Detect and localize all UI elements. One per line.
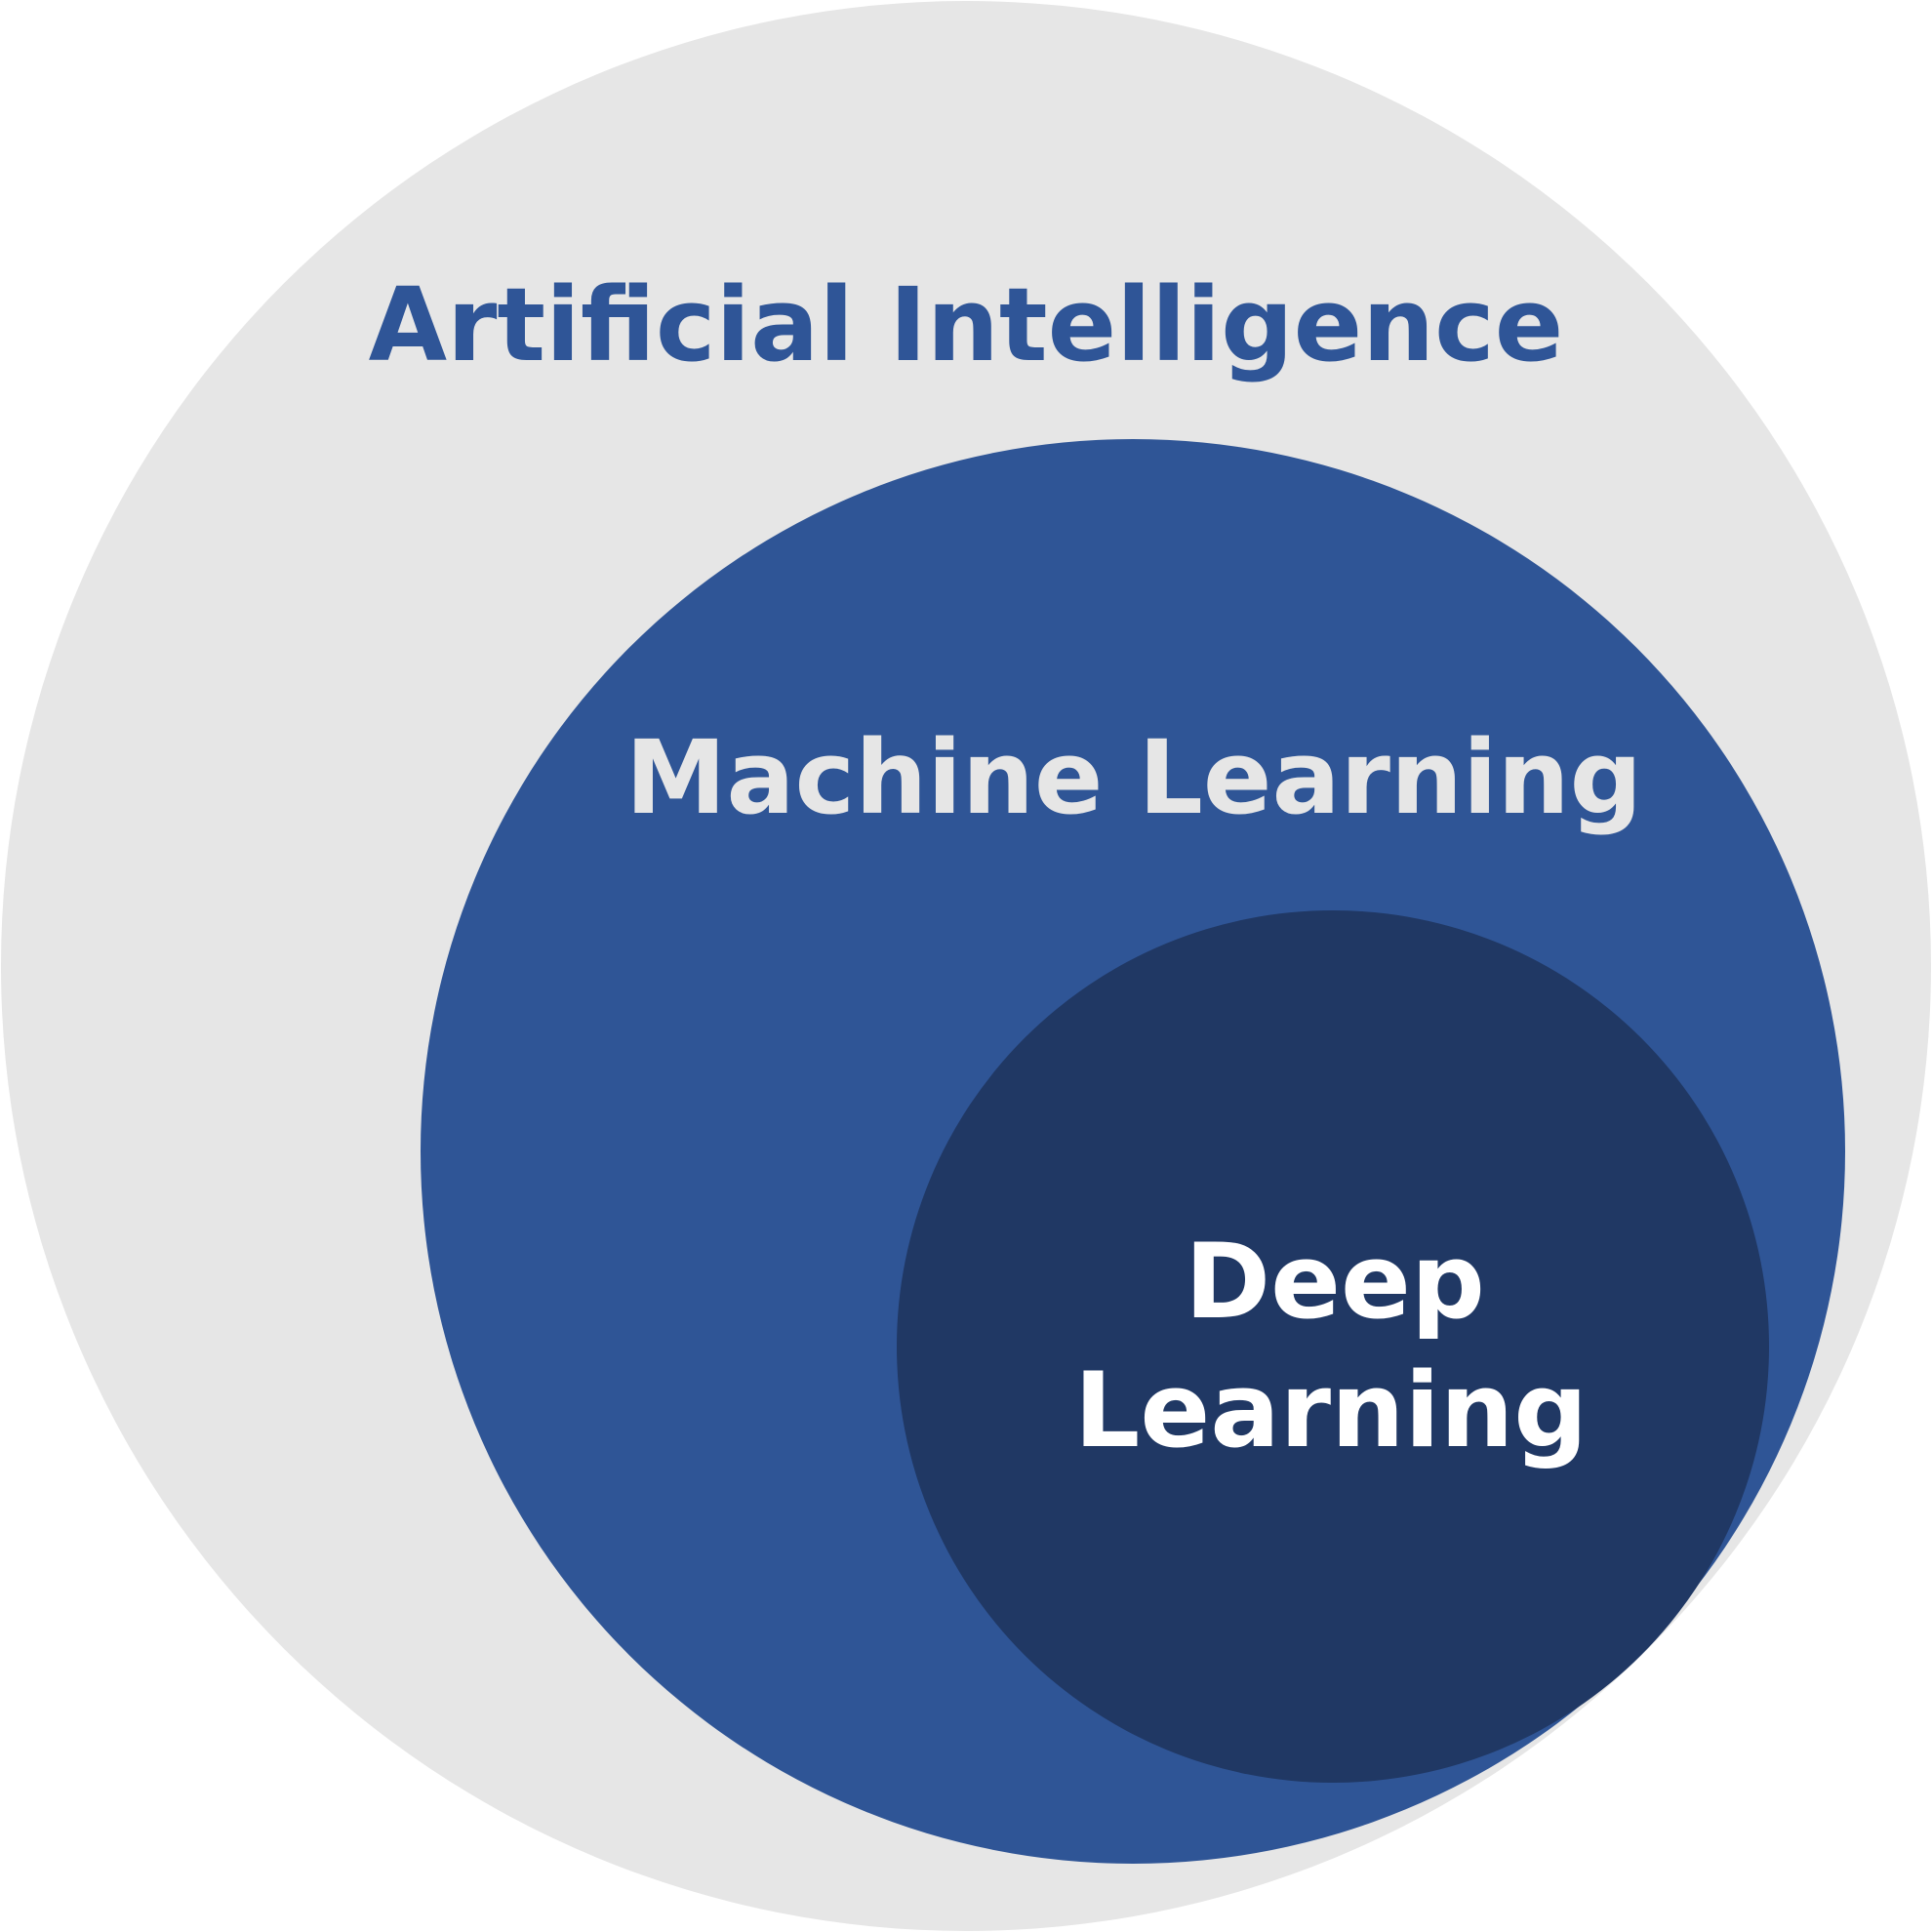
deep-learning-label-line-2: Learning xyxy=(1074,1350,1588,1470)
deep-learning-label-line-1: Deep xyxy=(1185,1222,1485,1342)
artificial-intelligence-label: Artificial Intelligence xyxy=(369,265,1564,384)
machine-learning-label: Machine Learning xyxy=(625,718,1642,837)
deep-learning-circle xyxy=(897,910,1769,1783)
